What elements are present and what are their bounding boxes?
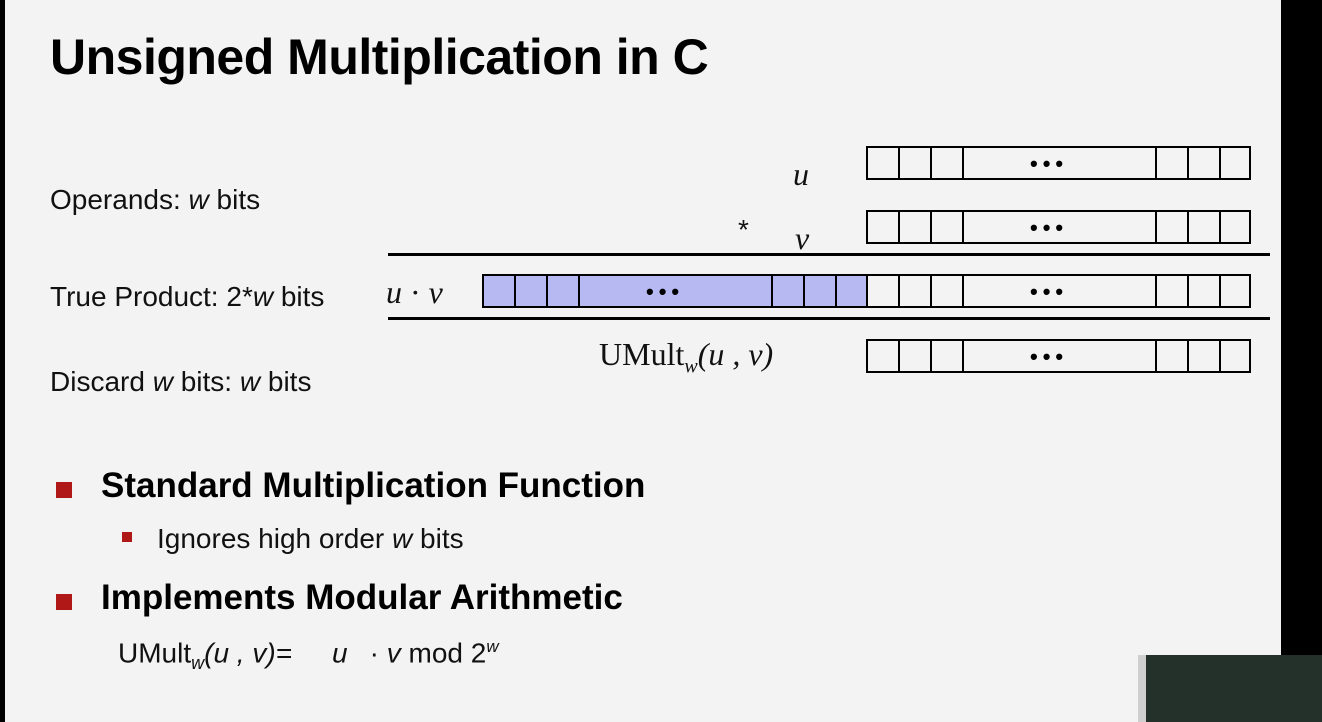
sub-bullet-ignores-high-order: Ignores high order w bits	[157, 523, 464, 554]
ellipsis-icon: •••	[1030, 279, 1069, 304]
umult-bit-register: •••	[866, 339, 1251, 373]
sub-bullet-icon	[122, 532, 132, 542]
multiply-star: *	[738, 214, 749, 245]
ellipsis-icon: •••	[1030, 344, 1069, 369]
product-symbol: u · v	[386, 274, 443, 310]
rule-bottom	[388, 317, 1270, 320]
video-thumbnail	[1138, 655, 1322, 722]
umult-formula: UMultw(u , v)=u· v mod 2w	[118, 637, 499, 673]
u-bit-register: •••	[866, 146, 1251, 180]
v-bit-register: •••	[866, 210, 1251, 244]
product-low-bits: •••	[866, 274, 1251, 308]
slide: Unsigned Multiplication in C Operands: w…	[5, 0, 1281, 722]
ellipsis-icon: •••	[1030, 215, 1069, 240]
bullet-modular-arithmetic: Implements Modular Arithmetic	[101, 578, 623, 617]
ellipsis-icon: •••	[1030, 151, 1069, 176]
bullet-standard-multiplication: Standard Multiplication Function	[101, 466, 646, 505]
true-product-label: True Product: 2*w bits	[50, 281, 325, 312]
product-high-bits: •••	[482, 274, 868, 308]
rule-top	[388, 253, 1270, 256]
operand-u-symbol: u	[793, 156, 809, 192]
discard-label: Discard w bits: w bits	[50, 366, 312, 397]
operand-v-symbol: v	[795, 220, 810, 256]
ellipsis-icon: •••	[646, 279, 685, 304]
page-title: Unsigned Multiplication in C	[50, 29, 709, 85]
umult-symbol: UMultw(u , v)	[599, 336, 774, 378]
operands-label: Operands: w bits	[50, 184, 261, 215]
bullet-icon	[56, 482, 72, 498]
bullet-icon	[56, 594, 72, 610]
